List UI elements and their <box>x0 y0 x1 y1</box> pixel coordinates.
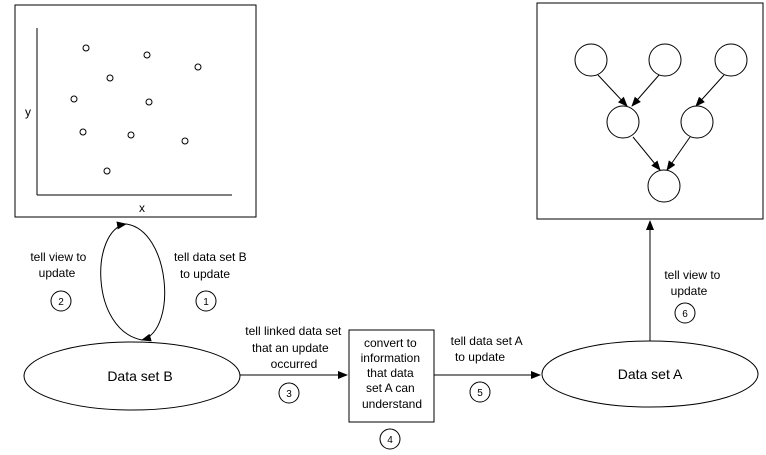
view-b-loop <box>100 221 166 342</box>
scatter-point <box>145 98 153 106</box>
step-number: 1 <box>203 297 209 308</box>
scatter-view: y x <box>14 4 257 218</box>
label-b-to-view: tell view to update <box>30 250 89 280</box>
graph-edge <box>632 136 661 171</box>
label-line: to update <box>455 350 505 364</box>
graph-edge <box>597 74 628 107</box>
label-view-to-b: tell data set B to update <box>174 250 250 281</box>
label-line: tell linked data set <box>245 324 342 338</box>
graph-node <box>648 43 682 77</box>
step-marker: 6 <box>674 302 696 324</box>
step-marker: 1 <box>195 290 217 312</box>
step-number: 3 <box>286 389 292 400</box>
step-number: 4 <box>387 435 393 446</box>
label-line: tell view to <box>30 250 86 264</box>
scatter-point <box>70 95 78 103</box>
converter-line: information <box>361 351 420 365</box>
label-line: tell data set A <box>451 334 523 348</box>
label-line: that an update <box>252 341 329 355</box>
converter-line: that data <box>367 366 414 380</box>
graph-node <box>680 105 714 139</box>
scatter-point <box>194 63 202 71</box>
dataset-b-label: Data set B <box>107 368 172 384</box>
converter-line: set A can <box>366 381 415 395</box>
label-line: tell view to <box>664 268 720 282</box>
scatter-point <box>143 51 151 59</box>
dataset-a-label: Data set A <box>618 366 683 382</box>
step-marker: 5 <box>469 381 491 403</box>
graph-node <box>647 169 681 203</box>
label-line: update <box>671 284 708 298</box>
step-number: 2 <box>58 297 64 308</box>
converter-box <box>348 329 435 423</box>
graph-view <box>536 2 764 220</box>
scatter-point <box>106 74 114 82</box>
converter-line: understand <box>362 397 422 411</box>
label-a-to-view: tell view to update <box>664 268 723 298</box>
scatter-view-frame <box>14 4 257 218</box>
arrow-b-to-view <box>100 221 143 341</box>
graph-node <box>714 43 748 77</box>
graph-node <box>574 43 608 77</box>
y-axis-label: y <box>25 105 31 119</box>
scatter-point <box>79 128 87 136</box>
label-line: occurred <box>271 357 318 371</box>
dataset-b-ellipse <box>23 341 241 411</box>
step-number: 6 <box>682 309 688 320</box>
converter-line: convert to <box>364 336 417 350</box>
label-line: tell data set B <box>174 250 247 264</box>
converter: convert to information that data set A c… <box>348 329 435 423</box>
scatter-point <box>82 44 90 52</box>
dataset-a: Data set A <box>541 340 759 408</box>
dataset-b: Data set B <box>23 341 241 411</box>
scatter-point <box>127 131 135 139</box>
scatter-point <box>103 167 111 175</box>
arrow-view-to-b <box>125 223 166 342</box>
label-line: to update <box>180 267 230 281</box>
label-b-to-converter: tell linked data set that an update occu… <box>245 324 344 371</box>
x-axis-label: x <box>139 201 145 215</box>
step-marker: 4 <box>379 428 401 450</box>
converter-text: convert to information that data set A c… <box>361 336 424 411</box>
scatter-points <box>70 44 202 175</box>
label-converter-to-a: tell data set A to update <box>451 334 526 364</box>
graph-edge <box>666 136 691 171</box>
step-number: 5 <box>477 388 483 399</box>
graph-edge <box>695 74 725 107</box>
label-line: update <box>39 266 76 280</box>
graph-edge <box>631 74 660 107</box>
step-marker: 3 <box>278 382 300 404</box>
scatter-point <box>181 137 189 145</box>
step-marker: 2 <box>50 290 72 312</box>
graph-node <box>606 105 640 139</box>
